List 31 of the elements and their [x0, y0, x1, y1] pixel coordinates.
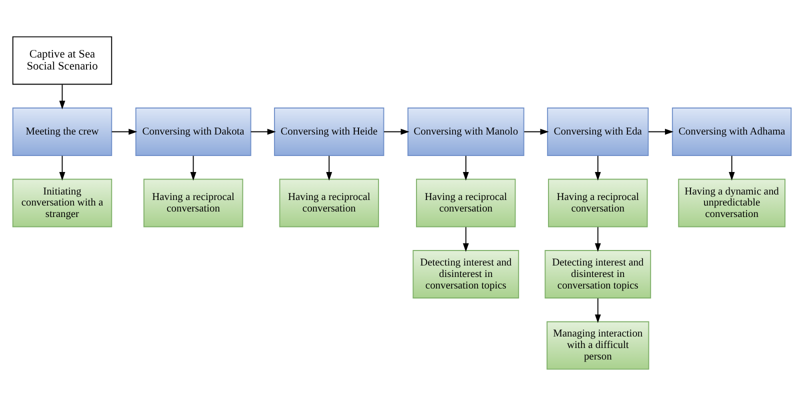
node-box: Captive at Sea Social Scenario [12, 36, 112, 84]
arrow [190, 154, 196, 180]
node-box: Managing interaction with a difficult person [546, 320, 650, 370]
arrow [728, 154, 735, 180]
arrow [594, 226, 601, 252]
arrow [524, 128, 549, 134]
arrow [594, 297, 601, 323]
node-box: Meeting the crew [12, 107, 112, 156]
node-box: Having a reciprocal conversation [143, 178, 244, 227]
arrow [326, 154, 332, 180]
node-box: Conversing with Eda [547, 107, 649, 156]
arrow [648, 128, 674, 134]
node-box: Having a reciprocal conversation [416, 178, 516, 227]
arrow [59, 154, 66, 180]
node-box: Conversing with Adhama [672, 107, 792, 156]
node-box: Conversing with Manolo [407, 107, 524, 156]
node-box: Detecting interest and disinterest in conversation topics [544, 250, 652, 298]
node-box: Initiating conversation with a stranger [12, 178, 112, 227]
arrow [59, 84, 66, 109]
arrow [594, 154, 601, 180]
node-box: Detecting interest and disinterest in conversation topics [412, 250, 520, 298]
node-box: Having a dynamic and unpredictable conversation [678, 178, 786, 227]
node-box: Conversing with Heide [274, 107, 384, 156]
arrow [462, 154, 469, 180]
node-box: Having a reciprocal conversation [548, 178, 648, 227]
arrow [250, 128, 276, 134]
arrow [462, 226, 469, 252]
node-box: Having a reciprocal conversation [279, 178, 379, 227]
arrow [383, 128, 410, 134]
node-box: Conversing with Dakota [135, 107, 252, 156]
arrow [111, 128, 138, 134]
